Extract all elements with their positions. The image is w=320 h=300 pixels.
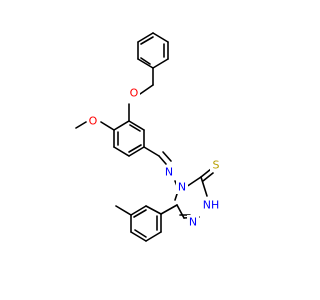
triazole-n4-label: N	[178, 181, 186, 194]
benzyloxy-linker	[139, 67, 154, 95]
methoxyphenyl-ring	[113, 103, 145, 157]
methoxy-oxygen-label: O	[89, 115, 98, 128]
benzyl-phenyl-ring	[137, 32, 169, 69]
benzyloxy-oxygen-label: O	[130, 87, 139, 100]
triazole-ring	[174, 168, 214, 219]
thione-sulfur-label: S	[213, 159, 220, 172]
methoxy-group	[75, 121, 115, 131]
atom-labels: O O N N NH N S	[87, 86, 222, 229]
triazole-n1h-label: NH	[203, 199, 220, 212]
imine-nitrogen-label: N	[165, 166, 173, 179]
tolyl-ring	[115, 204, 178, 242]
triazole-n2-label: N	[189, 216, 197, 229]
molecule-structure: O O N N NH N S	[75, 32, 222, 242]
